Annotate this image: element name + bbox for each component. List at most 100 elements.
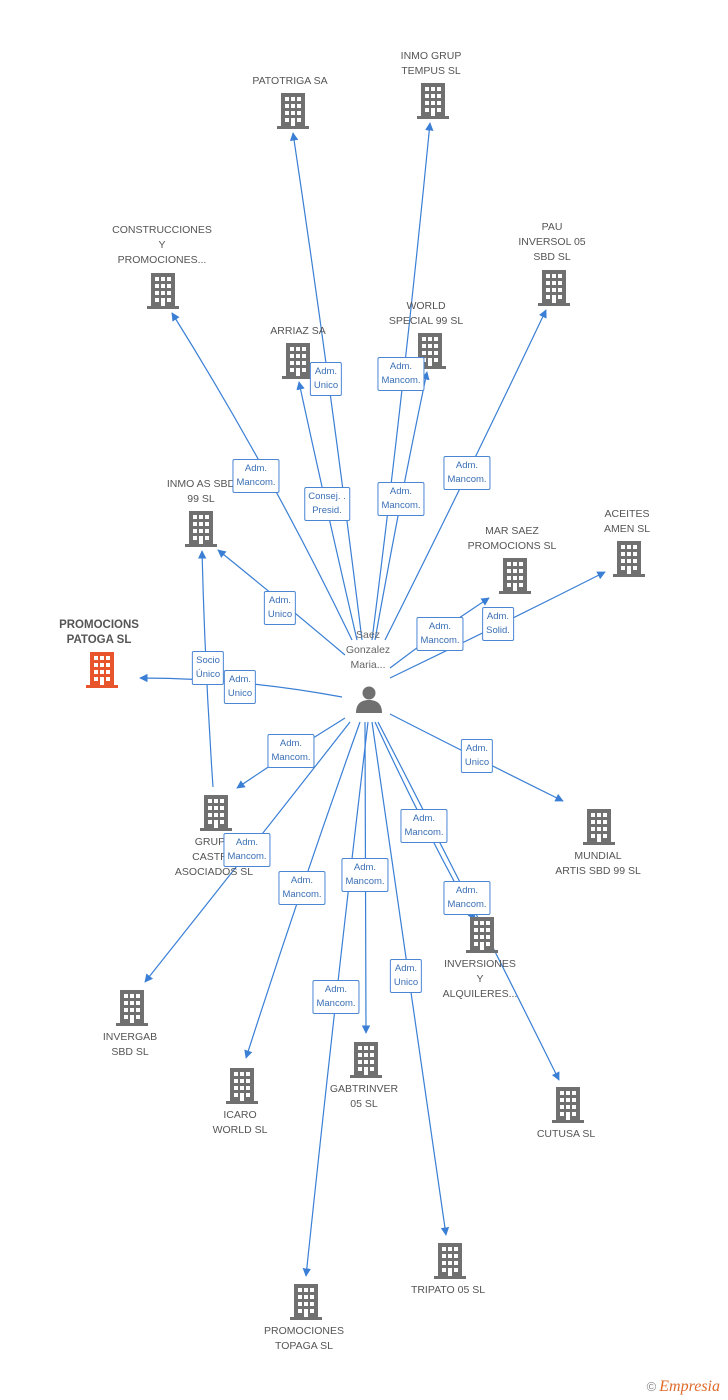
role-badge-line: Adm. bbox=[412, 813, 436, 824]
building-icon[interactable] bbox=[147, 273, 179, 309]
company-label-line: PROMOCIONS SL bbox=[467, 540, 557, 552]
company-label-line: PAU bbox=[541, 221, 563, 233]
role-badge-line: Mancom. bbox=[316, 998, 356, 1009]
role-badge-line: Adm. bbox=[314, 366, 338, 377]
brand-logo: Empresia bbox=[659, 1378, 720, 1395]
building-icon[interactable] bbox=[417, 83, 449, 119]
company-label-patotriga[interactable]: PATOTRIGA SA bbox=[252, 74, 327, 89]
company-label-line: PROMOCIONS bbox=[59, 619, 139, 631]
building-icon[interactable] bbox=[86, 652, 118, 688]
role-badge-line: Adm. bbox=[290, 875, 314, 886]
person-name[interactable]: Saez Gonzalez Maria... bbox=[346, 628, 390, 673]
building-icon[interactable] bbox=[290, 1284, 322, 1320]
role-badge-line: Mancom. bbox=[282, 889, 322, 900]
company-label-line: GABTRINVER bbox=[329, 1083, 399, 1095]
building-icon[interactable] bbox=[552, 1087, 584, 1123]
building-icon[interactable] bbox=[613, 541, 645, 577]
building-icon[interactable] bbox=[466, 917, 498, 953]
relationship-role-badge: Adm.Mancom. bbox=[443, 456, 491, 490]
role-badge-line: Consej. . bbox=[308, 491, 346, 502]
company-label-cutusa[interactable]: CUTUSA SL bbox=[537, 1127, 595, 1142]
role-badge-line: Adm. bbox=[486, 611, 510, 622]
role-badge-line: Adm. bbox=[279, 738, 303, 749]
role-badge-line: Mancom. bbox=[404, 827, 444, 838]
role-badge-line: Unico bbox=[313, 380, 339, 391]
role-badge-line: Mancom. bbox=[227, 851, 267, 862]
building-icon[interactable] bbox=[277, 93, 309, 129]
role-badge-line: Adm. bbox=[455, 460, 479, 471]
role-badge-line: Unico bbox=[464, 757, 490, 768]
role-badge-line: Unico bbox=[393, 977, 419, 988]
role-badge-line: Adm. bbox=[465, 743, 489, 754]
building-icon[interactable] bbox=[200, 795, 232, 831]
company-label-line: INMO GRUP bbox=[400, 50, 462, 62]
person-name-line: Maria... bbox=[350, 659, 386, 671]
company-label-line: PROMOCIONES bbox=[264, 1325, 344, 1337]
relationship-role-badge: Adm.Mancom. bbox=[312, 980, 360, 1014]
building-icon[interactable] bbox=[350, 1042, 382, 1078]
company-label-line: ARRIAZ SA bbox=[270, 325, 326, 337]
building-icon[interactable] bbox=[583, 809, 615, 845]
role-badge-line: Adm. bbox=[235, 837, 259, 848]
building-icon[interactable] bbox=[226, 1068, 258, 1104]
company-label-promocions-patoga[interactable]: PROMOCIONS PATOGA SL bbox=[59, 618, 139, 648]
company-label-line: WORLD bbox=[406, 300, 446, 312]
company-label-line: INVERSIONES bbox=[444, 958, 516, 970]
person-name-line: Gonzalez bbox=[345, 644, 391, 656]
role-badge-line: Adm. bbox=[389, 361, 413, 372]
company-label-invergab[interactable]: INVERGAB SBD SL bbox=[103, 1030, 157, 1060]
building-icon[interactable] bbox=[434, 1243, 466, 1279]
role-badge-line: Unico bbox=[267, 609, 293, 620]
company-label-inversiones[interactable]: INVERSIONES Y ALQUILERES... bbox=[443, 957, 518, 1002]
building-icon[interactable] bbox=[116, 990, 148, 1026]
building-icon[interactable] bbox=[185, 511, 217, 547]
building-icon[interactable] bbox=[499, 558, 531, 594]
company-label-tripato[interactable]: TRIPATO 05 SL bbox=[411, 1283, 485, 1298]
relationship-role-badge: Adm. Unico bbox=[389, 959, 423, 993]
relationship-role-badge: Adm.Unico bbox=[223, 670, 257, 704]
role-badge-line: Mancom. bbox=[381, 375, 421, 386]
company-label-line: TRIPATO 05 SL bbox=[410, 1284, 486, 1296]
company-label-line: ICARO bbox=[223, 1109, 257, 1121]
relationship-role-badge: Adm. Unico bbox=[460, 739, 494, 773]
building-icon[interactable] bbox=[538, 270, 570, 306]
relationship-role-badge: Adm. Unico bbox=[263, 591, 297, 625]
company-label-line: WORLD SL bbox=[212, 1124, 268, 1136]
company-label-line: ALQUILERES... bbox=[442, 988, 518, 1000]
company-label-line: Y bbox=[158, 239, 166, 251]
role-badge-line: Mancom. bbox=[345, 876, 385, 887]
company-label-line: PATOTRIGA SA bbox=[252, 75, 328, 87]
company-label-line: PATOGA SL bbox=[66, 634, 132, 646]
role-badge-line: Adm. bbox=[394, 963, 418, 974]
role-badge-line: Adm. bbox=[268, 595, 292, 606]
relationship-role-badge: Adm. Mancom. bbox=[377, 357, 425, 391]
company-label-line: INMO AS SBD bbox=[166, 478, 236, 490]
relationship-role-badge: Adm.Mancom. bbox=[232, 459, 280, 493]
company-label-line: Y bbox=[476, 973, 484, 985]
person-icon[interactable] bbox=[354, 684, 384, 714]
role-badge-line: Único bbox=[195, 669, 221, 680]
role-badge-line: Adm. bbox=[455, 885, 479, 896]
company-label-line: CONSTRUCCIONES bbox=[112, 224, 212, 236]
company-label-line: SBD SL bbox=[111, 1046, 149, 1058]
relationship-role-badge: Adm. Mancom. bbox=[223, 833, 271, 867]
role-badge-line: Mancom. bbox=[420, 635, 460, 646]
company-label-line: ARTIS SBD 99 SL bbox=[555, 865, 641, 877]
company-label-icaro[interactable]: ICARO WORLD SL bbox=[213, 1108, 268, 1138]
company-label-line: ACEITES bbox=[604, 508, 650, 520]
company-label-arriaz[interactable]: ARRIAZ SA bbox=[270, 324, 325, 339]
relationship-role-badge: Consej. .Presid. bbox=[304, 487, 350, 521]
company-label-line: INVERSOL 05 bbox=[518, 236, 586, 248]
company-label-line: INVERGAB bbox=[102, 1031, 158, 1043]
